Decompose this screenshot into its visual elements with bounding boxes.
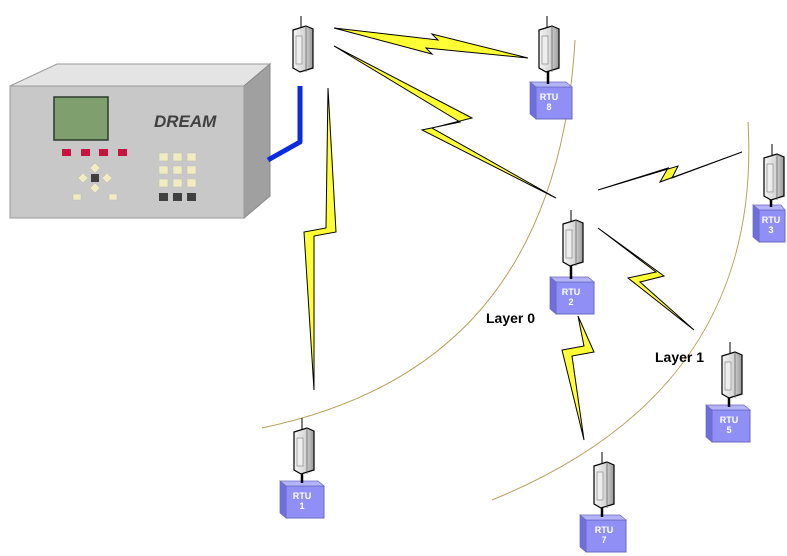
rtu-label-line2: 7 — [601, 535, 606, 545]
red-button[interactable] — [81, 149, 90, 156]
rtu-box-side — [752, 204, 760, 243]
keypad-key[interactable] — [158, 178, 169, 188]
rtu-label-line2: 3 — [768, 225, 773, 235]
rtu-8-node[interactable]: RTU 8 — [529, 15, 573, 120]
rtu-box-side — [529, 81, 537, 120]
link-rtu2-to-rtu7 — [561, 315, 595, 441]
keypad-key[interactable] — [172, 178, 183, 188]
rtu-box-side — [549, 276, 557, 315]
keypad-key[interactable] — [172, 152, 183, 162]
keypad-key-dark[interactable] — [187, 193, 196, 201]
controller-brand-label: DREAM — [154, 112, 217, 131]
controller-top-face — [9, 63, 272, 87]
layer-0-label: Layer 0 — [486, 310, 535, 326]
controller-keypad[interactable] — [158, 152, 197, 201]
rtu-radio — [593, 451, 615, 509]
rtu-label-line2: 2 — [568, 297, 573, 307]
keypad-key[interactable] — [172, 165, 183, 175]
rtu-7-node[interactable]: RTU 7 — [579, 451, 627, 553]
controller-cable — [266, 86, 303, 163]
dpad-left[interactable] — [77, 172, 89, 184]
dpad-right[interactable] — [101, 172, 113, 184]
link-rtu2-to-rtu3 — [597, 151, 743, 191]
rtu-label-line1: RTU — [595, 525, 614, 535]
rtu-label-line1: RTU — [720, 415, 739, 425]
rtu-box — [758, 209, 786, 243]
keypad-key[interactable] — [158, 165, 169, 175]
dpad-bottom-right[interactable] — [108, 193, 118, 201]
keypad-key[interactable] — [186, 178, 197, 188]
link-rtu2-to-rtu5 — [597, 227, 695, 331]
rtu-2-node[interactable]: RTU 2 — [549, 209, 595, 315]
rtu-label-line1: RTU — [762, 215, 781, 225]
rtu-label-line1: RTU — [540, 92, 559, 102]
red-button[interactable] — [99, 149, 108, 156]
layer-arc-inner — [261, 39, 576, 429]
controller-screen — [53, 96, 109, 141]
rtu-radio — [721, 341, 743, 399]
base-radio[interactable] — [292, 15, 314, 73]
dream-controller[interactable]: DREAM — [9, 62, 272, 220]
dpad-up[interactable] — [89, 162, 101, 174]
rtu-label-line1: RTU — [293, 491, 312, 501]
keypad-key-dark[interactable] — [173, 193, 182, 201]
rtu-1-node[interactable]: RTU 1 — [279, 417, 325, 519]
keypad-key-dark[interactable] — [159, 193, 168, 201]
rtu-label-line1: RTU — [562, 287, 581, 297]
rtu-3-node[interactable]: RTU 3 — [752, 143, 786, 243]
rtu-label-line2: 5 — [726, 425, 731, 435]
rtu-box — [555, 281, 595, 315]
dpad-bottom-left[interactable] — [72, 193, 82, 201]
link-top-to-rtu1 — [303, 87, 337, 391]
keypad-key[interactable] — [158, 152, 169, 162]
layer-1-label: Layer 1 — [655, 349, 704, 365]
keypad-key[interactable] — [186, 165, 197, 175]
rtu-box-side — [579, 514, 587, 553]
keypad-key[interactable] — [186, 152, 197, 162]
rtu-box-side — [279, 480, 287, 519]
red-button[interactable] — [118, 149, 127, 156]
rtu-radio — [763, 143, 785, 201]
rtu-radio — [293, 417, 315, 475]
red-button[interactable] — [62, 149, 71, 156]
rtu-box-side — [705, 404, 713, 443]
dpad-center[interactable] — [91, 174, 99, 182]
controller-side-face — [243, 62, 271, 220]
controller-red-buttons[interactable] — [62, 149, 127, 156]
radio-links — [303, 27, 743, 441]
rtu-5-node[interactable]: RTU 5 — [705, 341, 751, 443]
controller-direction-pad[interactable] — [72, 162, 118, 201]
link-top-to-rtu8 — [333, 27, 529, 59]
rtu-label-line2: 1 — [299, 501, 304, 511]
rtu-box-top — [529, 81, 573, 88]
rtu-label-line2: 8 — [546, 102, 551, 112]
dpad-down[interactable] — [89, 182, 101, 194]
link-top-to-rtu2 — [333, 45, 557, 199]
rtu-radio — [538, 15, 560, 73]
rtu-radio — [562, 209, 584, 267]
layer-arc-outer — [491, 121, 750, 501]
